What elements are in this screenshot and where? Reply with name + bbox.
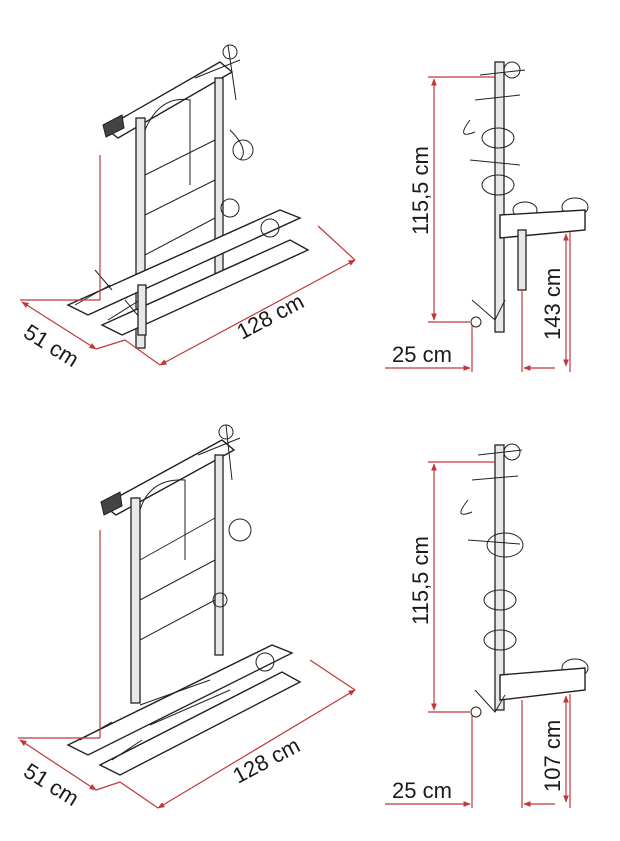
bottom-length-label: 128 cm — [229, 732, 304, 788]
top-length-label: 128 cm — [233, 288, 308, 344]
top-rack-side-view — [463, 61, 589, 333]
bottom-overall-label: 107 cm — [540, 720, 565, 792]
top-offset-label: 25 cm — [392, 342, 452, 367]
top-height-label: 115,5 cm — [408, 146, 433, 235]
top-iso-dimensions — [20, 155, 356, 366]
bottom-iso-dimensions — [18, 530, 356, 809]
bottom-depth-label: 51 cm — [19, 758, 83, 811]
bottom-height-label: 115,5 cm — [408, 536, 433, 625]
bottom-rack-isometric — [66, 424, 302, 776]
top-side-dimensions — [385, 76, 571, 372]
bottom-side-dimensions — [385, 461, 571, 808]
bottom-offset-label: 25 cm — [392, 778, 452, 803]
top-overall-label: 143 cm — [540, 268, 565, 340]
bottom-rack-side-view — [460, 443, 589, 718]
top-depth-label: 51 cm — [19, 319, 83, 372]
